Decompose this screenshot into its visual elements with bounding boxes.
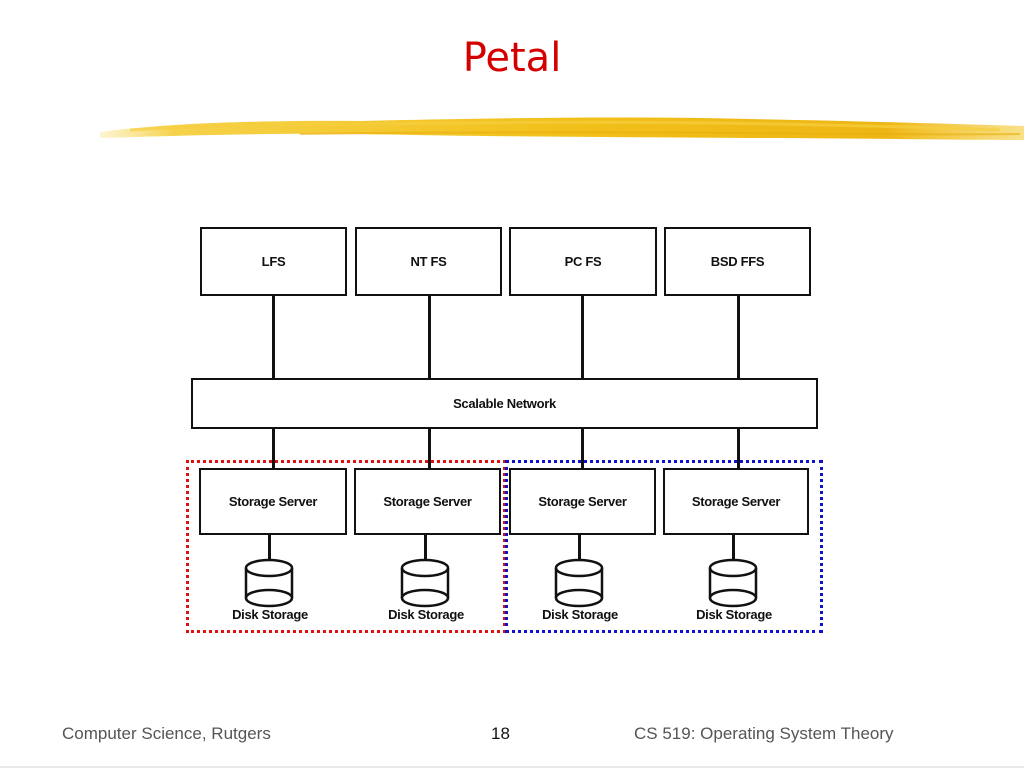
connector-line <box>581 296 584 379</box>
fs-box-lfs: LFS <box>200 227 347 296</box>
connector-line <box>581 429 584 469</box>
disk-cylinder-icon <box>400 558 450 608</box>
slide-number: 18 <box>491 724 510 743</box>
disk-cylinder-icon <box>554 558 604 608</box>
connector-line <box>424 535 427 560</box>
disk-cylinder-icon <box>244 558 294 608</box>
server-group-red <box>186 460 506 633</box>
disk-storage-label: Disk Storage <box>388 607 464 622</box>
disk-storage-label: Disk Storage <box>542 607 618 622</box>
fs-box-pcfs: PC FS <box>509 227 657 296</box>
decorative-brush-stroke <box>100 117 1024 140</box>
storage-server-box: Storage Server <box>509 468 656 535</box>
connector-line <box>428 296 431 379</box>
disk-storage-label: Disk Storage <box>696 607 772 622</box>
scalable-network-box: Scalable Network <box>191 378 818 429</box>
storage-server-box: Storage Server <box>199 468 347 535</box>
storage-server-box: Storage Server <box>354 468 501 535</box>
footer-course-title: CS 519: Operating System Theory <box>634 724 894 743</box>
footer-institution: Computer Science, Rutgers <box>62 724 271 743</box>
storage-server-box: Storage Server <box>663 468 809 535</box>
connector-line <box>737 429 740 469</box>
connector-line <box>428 429 431 469</box>
connector-line <box>737 296 740 379</box>
connector-line <box>272 296 275 379</box>
slide-title: Petal <box>462 35 562 81</box>
connector-line <box>268 535 271 560</box>
disk-storage-label: Disk Storage <box>232 607 308 622</box>
fs-box-ntfs: NT FS <box>355 227 502 296</box>
connector-line <box>578 535 581 560</box>
connector-line <box>272 429 275 469</box>
footer-divider <box>0 766 1024 768</box>
fs-box-bsdffs: BSD FFS <box>664 227 811 296</box>
connector-line <box>732 535 735 560</box>
disk-cylinder-icon <box>708 558 758 608</box>
server-group-blue <box>505 460 823 633</box>
